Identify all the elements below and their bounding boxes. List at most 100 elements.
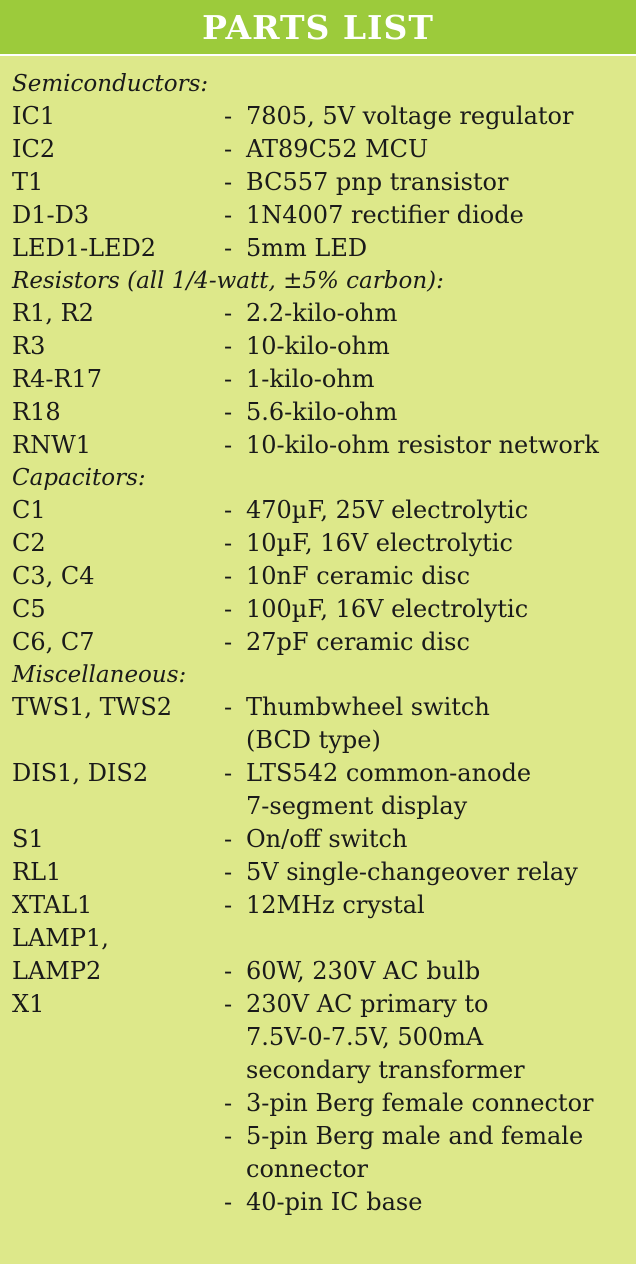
part-reference: T1: [12, 166, 224, 199]
part-reference-line: IC2: [12, 135, 56, 163]
part-description: 10-kilo-ohm resistor network: [246, 429, 636, 462]
part-row: XTAL1-12MHz crystal: [12, 889, 636, 922]
part-reference-line: [12, 1087, 224, 1120]
part-reference-line: [12, 1021, 224, 1054]
part-description: 12MHz crystal: [246, 889, 636, 922]
part-description: 470µF, 25V electrolytic: [246, 494, 636, 527]
part-description-line: BC557 pnp transistor: [246, 168, 509, 196]
part-reference: IC2: [12, 133, 224, 166]
part-reference-line: X1: [12, 990, 45, 1018]
dash-separator: -: [224, 1188, 233, 1216]
part-description-line: 27pF ceramic disc: [246, 628, 470, 656]
dash-separator: -: [224, 496, 233, 524]
part-description-line: 7805, 5V voltage regulator: [246, 102, 574, 130]
part-reference-line: LAMP1,: [12, 924, 109, 952]
part-reference: S1: [12, 823, 224, 856]
part-reference: C2: [12, 527, 224, 560]
part-row: R18-5.6-kilo-ohm: [12, 396, 636, 429]
parts-list-title: PARTS LIST: [202, 7, 434, 47]
part-description-line: connector: [246, 1155, 369, 1183]
part-description-line: On/off switch: [246, 825, 408, 853]
dash-separator: -: [224, 1089, 233, 1117]
part-reference: C3, C4: [12, 560, 224, 593]
part-description-line: 2.2-kilo-ohm: [246, 299, 398, 327]
part-description: 1N4007 rectifier diode: [246, 199, 636, 232]
part-reference: [12, 1087, 224, 1120]
part-description-line: 10-kilo-ohm: [246, 332, 390, 360]
part-row: LED1-LED2-5mm LED: [12, 232, 636, 265]
part-reference: C6, C7: [12, 626, 224, 659]
part-description-line: 5-pin Berg male and female: [246, 1122, 584, 1150]
part-description-line: 5V single-changeover relay: [246, 858, 578, 886]
part-description-line: 470µF, 25V electrolytic: [246, 496, 529, 524]
part-description: 5.6-kilo-ohm: [246, 396, 636, 429]
part-description: 10-kilo-ohm: [246, 330, 636, 363]
part-description-line: 5mm LED: [246, 234, 368, 262]
part-description: 10nF ceramic disc: [246, 560, 636, 593]
part-row: S1 -On/off switch: [12, 823, 636, 856]
part-row: C5-100µF, 16V electrolytic: [12, 593, 636, 626]
part-reference-line: IC1: [12, 102, 56, 130]
parts-list-header: PARTS LIST: [0, 0, 636, 56]
part-reference: R4-R17: [12, 363, 224, 396]
part-description-line: 7.5V-0-7.5V, 500mA: [246, 1023, 484, 1051]
part-row: IC1 -7805, 5V voltage regulator: [12, 100, 636, 133]
part-reference-line: D1-D3: [12, 201, 90, 229]
part-row: R3-10-kilo-ohm: [12, 330, 636, 363]
part-reference-line: R1, R2: [12, 299, 94, 327]
dash-separator: -: [224, 102, 233, 130]
part-description-line: AT89C52 MCU: [246, 135, 429, 163]
part-reference-line: RNW1: [12, 431, 92, 459]
dash-separator: -: [224, 135, 233, 163]
dash-separator: -: [224, 858, 233, 886]
part-description: 3-pin Berg female connector: [246, 1087, 636, 1120]
part-row: RNW1 -10-kilo-ohm resistor network: [12, 429, 636, 462]
part-description: 10µF, 16V electrolytic: [246, 527, 636, 560]
part-row: R1, R2-2.2-kilo-ohm: [12, 297, 636, 330]
part-description: 60W, 230V AC bulb: [246, 922, 636, 988]
dash-separator: -: [224, 825, 233, 853]
part-reference-line: LAMP2: [12, 957, 102, 985]
part-reference: DIS1, DIS2: [12, 757, 224, 823]
part-row: LAMP1,LAMP2-60W, 230V AC bulb: [12, 922, 636, 988]
dash-separator: -: [224, 201, 233, 229]
dash-separator: -: [224, 529, 233, 557]
part-description-line: 1N4007 rectifier diode: [246, 201, 524, 229]
part-reference: C1: [12, 494, 224, 527]
part-description: 5mm LED: [246, 232, 636, 265]
part-reference: LED1-LED2: [12, 232, 224, 265]
part-reference-line: C2: [12, 529, 46, 557]
part-reference: RNW1: [12, 429, 224, 462]
part-row: C3, C4-10nF ceramic disc: [12, 560, 636, 593]
part-description-line: 1-kilo-ohm: [246, 365, 375, 393]
dash-separator: -: [224, 431, 233, 459]
part-row: D1-D3 -1N4007 rectifier diode: [12, 199, 636, 232]
part-reference: X1: [12, 988, 224, 1087]
dash-separator: -: [224, 398, 233, 426]
part-row: -3-pin Berg female connector: [12, 1087, 636, 1120]
part-description: AT89C52 MCU: [246, 133, 636, 166]
part-description-line: 100µF, 16V electrolytic: [246, 595, 529, 623]
dash-separator: -: [224, 628, 233, 656]
part-description: 5-pin Berg male and female connector: [246, 1120, 636, 1186]
dash-separator: -: [224, 891, 233, 919]
parts-list-body: Semiconductors:IC1-7805, 5V voltage regu…: [0, 56, 636, 1219]
part-reference-line: C1: [12, 496, 46, 524]
part-reference-line: C6, C7: [12, 628, 95, 656]
part-description-line: LTS542 common-anode: [246, 759, 532, 787]
part-row: C1 -470µF, 25V electrolytic: [12, 494, 636, 527]
dash-separator: -: [224, 990, 233, 1018]
part-description: 2.2-kilo-ohm: [246, 297, 636, 330]
part-description: 100µF, 16V electrolytic: [246, 593, 636, 626]
part-reference: R3: [12, 330, 224, 363]
part-description-line: 10nF ceramic disc: [246, 562, 471, 590]
part-description-line: 40-pin IC base: [246, 1188, 423, 1216]
part-reference: [12, 1186, 224, 1219]
dash-separator: -: [224, 759, 233, 787]
part-reference-line: S1: [12, 825, 44, 853]
part-reference: D1-D3: [12, 199, 224, 232]
